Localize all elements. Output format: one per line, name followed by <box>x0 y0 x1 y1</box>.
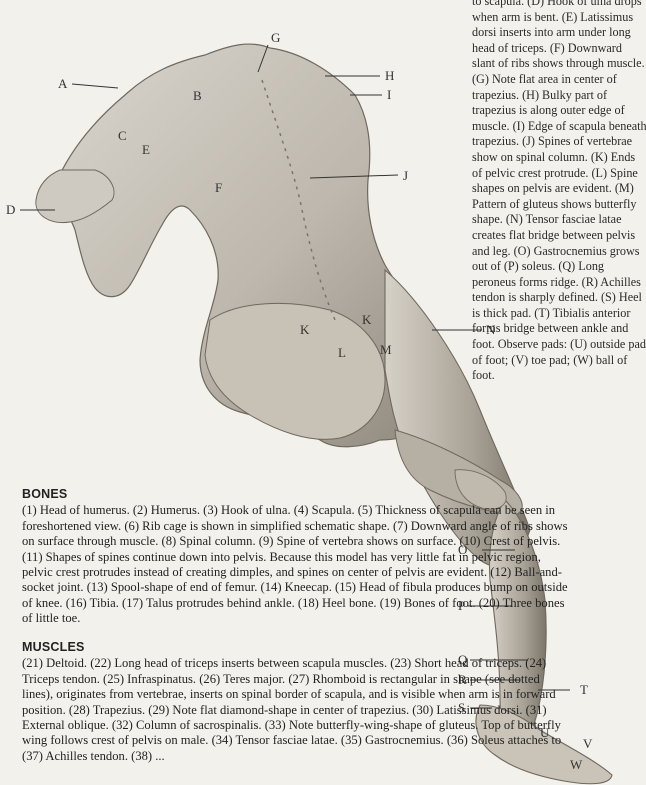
label-a: A <box>58 76 67 92</box>
label-e: E <box>142 142 150 158</box>
label-l: L <box>338 345 346 361</box>
label-t: T <box>580 682 588 698</box>
label-f: F <box>215 180 222 196</box>
label-d: D <box>6 202 15 218</box>
label-k-right: K <box>362 312 371 328</box>
figure-caption-continued: to scapula. (D) Hook of ulna drops when … <box>472 0 646 384</box>
label-m: M <box>380 342 392 358</box>
label-i: I <box>387 87 391 103</box>
muscles-section: MUSCLES (21) Deltoid. (22) Long head of … <box>22 640 574 764</box>
label-c: C <box>118 128 127 144</box>
label-n: N <box>486 322 495 338</box>
muscles-heading: MUSCLES <box>22 640 574 655</box>
label-b: B <box>193 88 202 104</box>
muscles-text: (21) Deltoid. (22) Long head of triceps … <box>22 656 574 764</box>
label-j: J <box>403 168 408 184</box>
label-v: V <box>583 736 592 752</box>
bones-section: BONES (1) Head of humerus. (2) Humerus. … <box>22 487 574 627</box>
bones-heading: BONES <box>22 487 574 502</box>
bones-text: (1) Head of humerus. (2) Humerus. (3) Ho… <box>22 503 574 626</box>
label-h: H <box>385 68 394 84</box>
leader-a <box>72 84 118 88</box>
label-g: G <box>271 30 280 46</box>
label-k-left: K <box>300 322 309 338</box>
